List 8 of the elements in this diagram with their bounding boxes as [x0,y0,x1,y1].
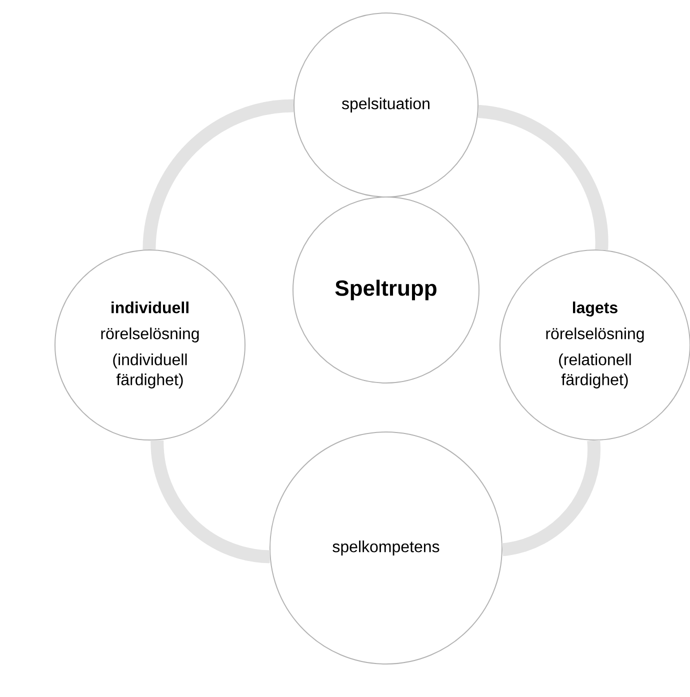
ring-arc [477,104,608,250]
ring-arc [142,99,294,250]
ring-arc [501,440,600,556]
circle-node: spelkompetens [270,432,502,664]
circle-node: spelsituation [294,12,478,198]
circle-node: Speltrupp [292,196,480,384]
ring-arc [150,440,270,564]
circle-node: individuell rörelselösning (individuell färdighet) [54,250,246,440]
